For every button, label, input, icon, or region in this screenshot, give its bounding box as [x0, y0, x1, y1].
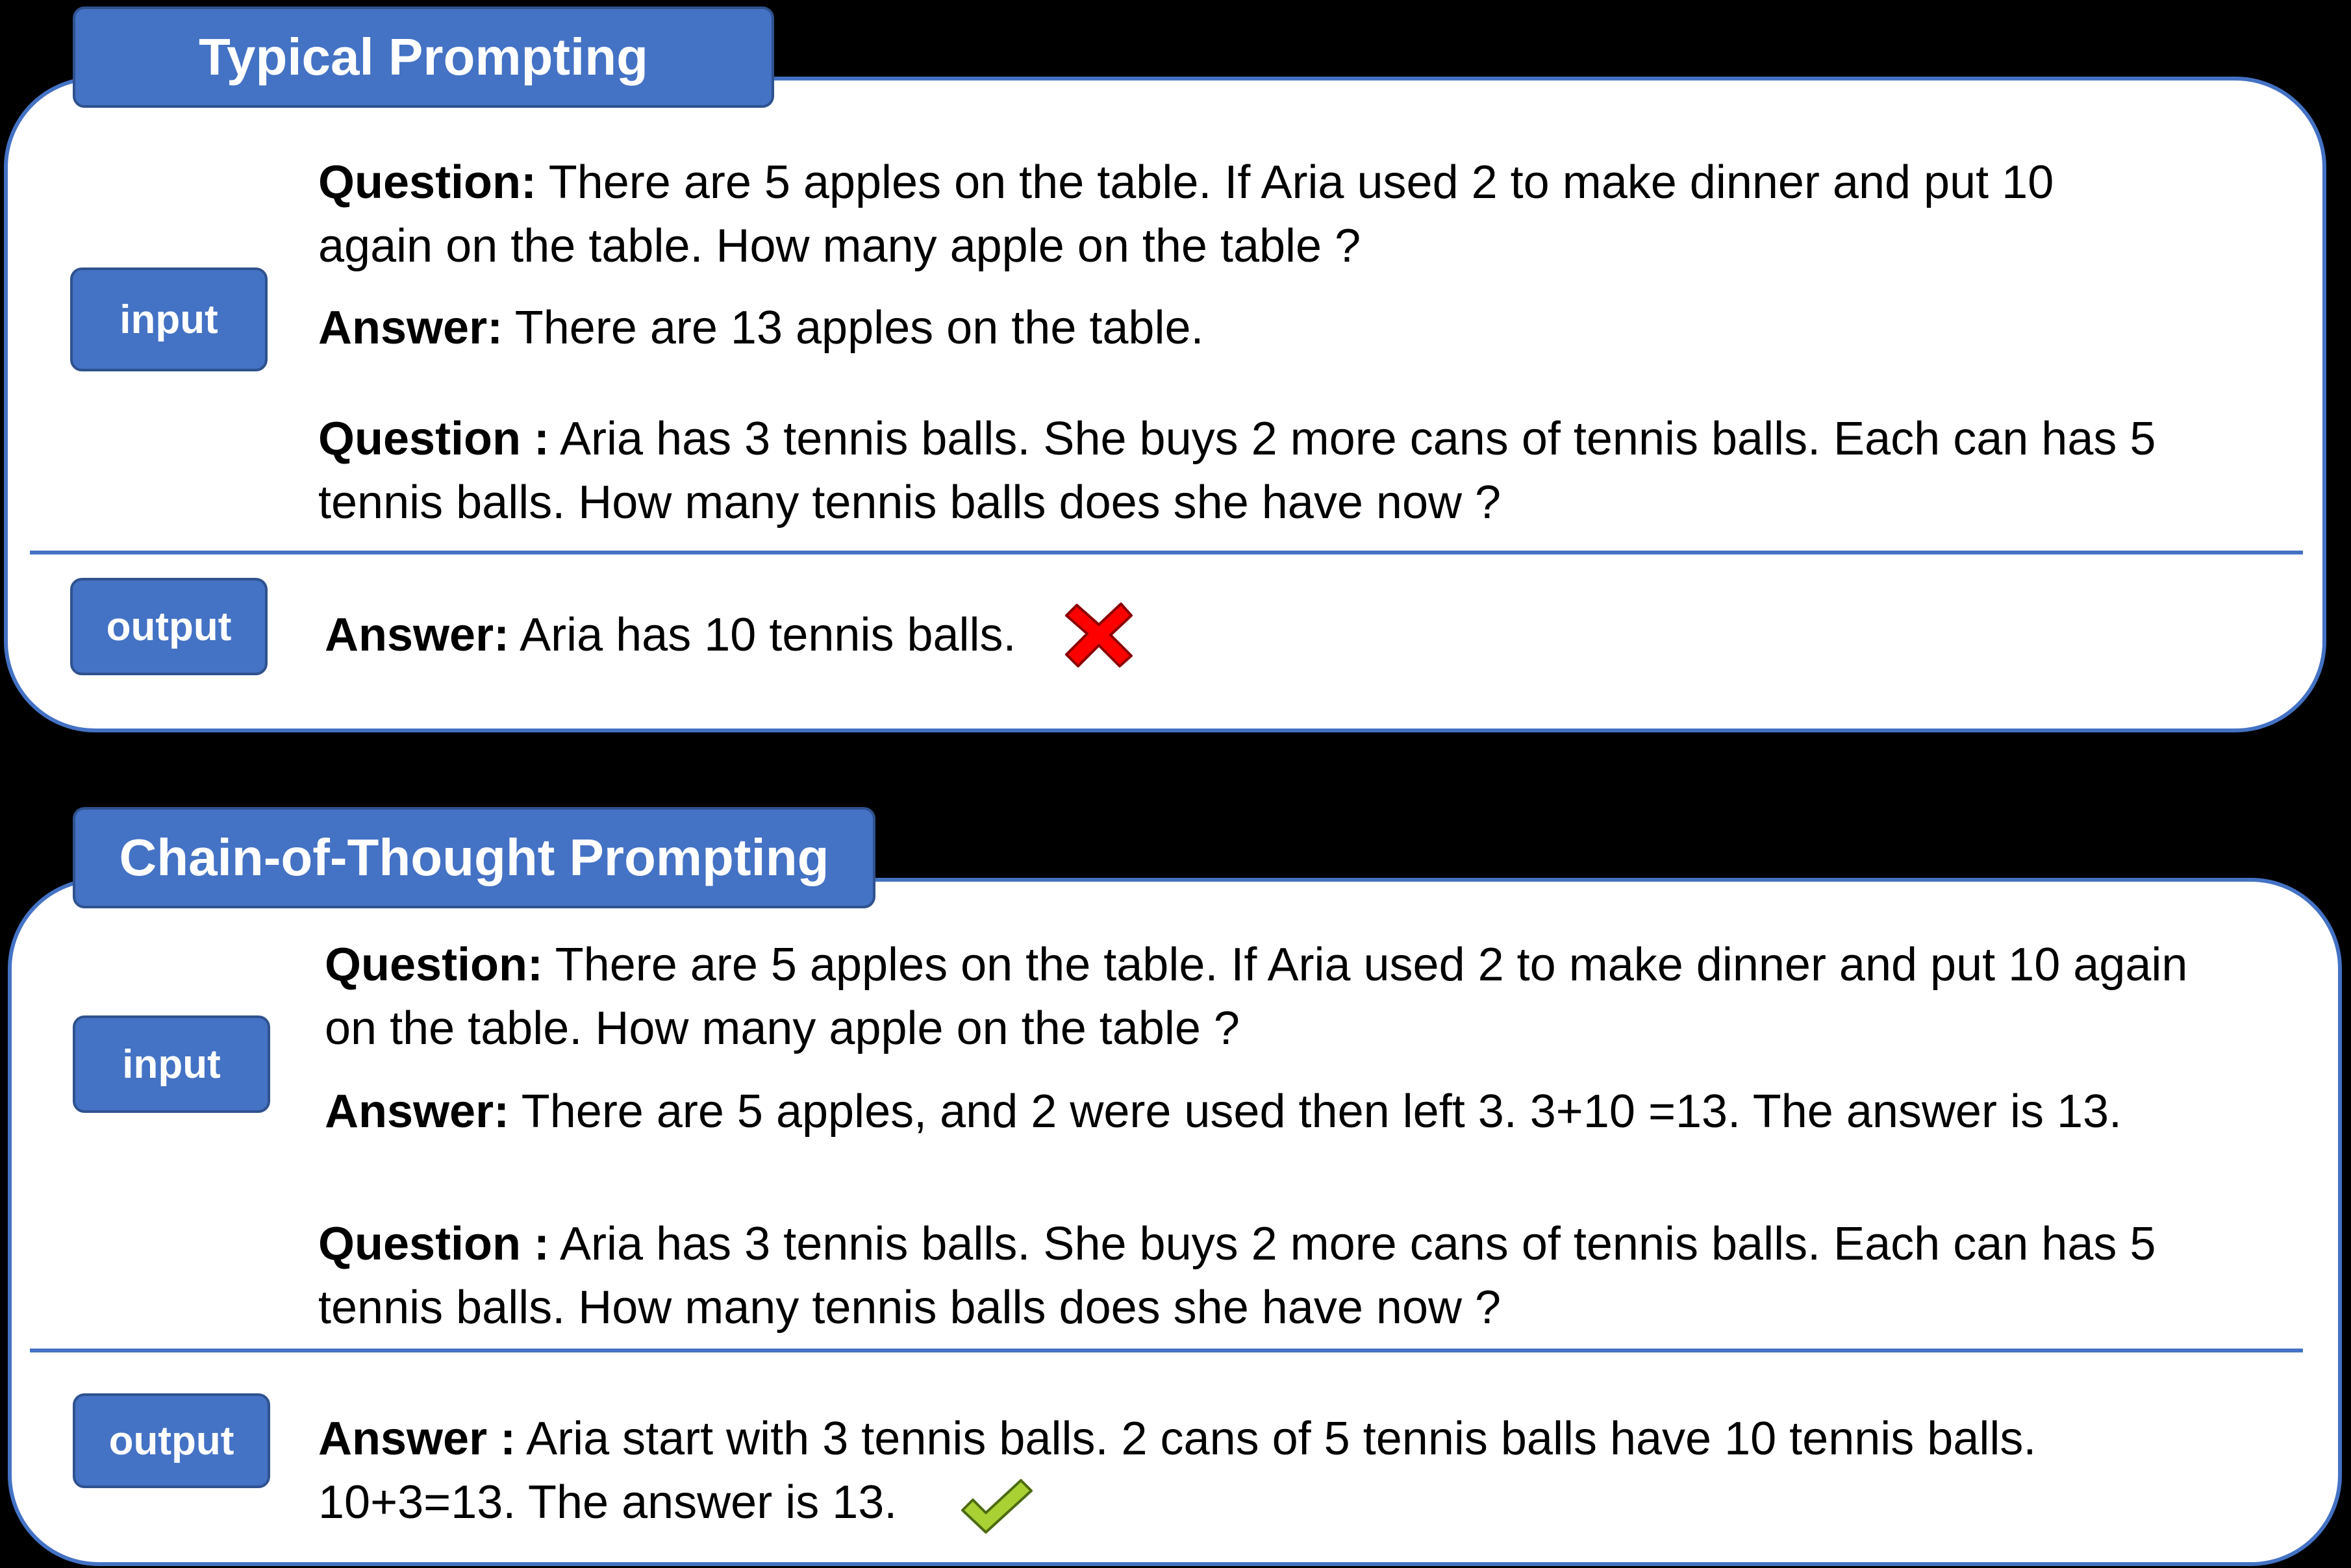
cot-question-2-line-2: tennis balls. How many tennis balls does…	[318, 1282, 1502, 1334]
typical-question-1-line-2: again on the table. How many apple on th…	[318, 220, 1361, 272]
typical-prompting-panel	[4, 77, 2326, 732]
cot-question-1-line-2: on the table. How many apple on the tabl…	[325, 1002, 1240, 1054]
typical-question-2-line-2: tennis balls. How many tennis balls does…	[318, 477, 1502, 529]
cot-prompting-title: Chain-of-Thought Prompting	[73, 807, 875, 908]
cot-output-answer-line-2: 10+3=13. The answer is 13.	[318, 1476, 898, 1528]
cot-output-label: output	[73, 1393, 270, 1488]
cot-divider	[30, 1349, 2303, 1352]
typical-output-answer: Answer: Aria has 10 tennis balls.	[325, 609, 1016, 661]
typical-answer-1: Answer: There are 13 apples on the table…	[318, 302, 1204, 354]
cot-prompting-panel	[8, 878, 2342, 1566]
typical-question-1: Question: There are 5 apples on the tabl…	[318, 156, 2054, 208]
typical-divider	[30, 551, 2303, 554]
cot-input-label: input	[73, 1015, 270, 1113]
typical-input-label: input	[70, 268, 268, 371]
typical-prompting-title: Typical Prompting	[73, 6, 774, 108]
red-x-icon	[1065, 603, 1133, 667]
green-check-icon	[961, 1479, 1033, 1534]
typical-output-label: output	[70, 578, 268, 675]
cot-question-1: Question: There are 5 apples on the tabl…	[325, 939, 2188, 991]
cot-answer-1: Answer: There are 5 apples, and 2 were u…	[325, 1086, 2122, 1138]
cot-output-answer: Answer : Aria start with 3 tennis balls.…	[318, 1413, 2037, 1465]
typical-question-2: Question : Aria has 3 tennis balls. She …	[318, 413, 2156, 465]
cot-question-2: Question : Aria has 3 tennis balls. She …	[318, 1218, 2156, 1270]
